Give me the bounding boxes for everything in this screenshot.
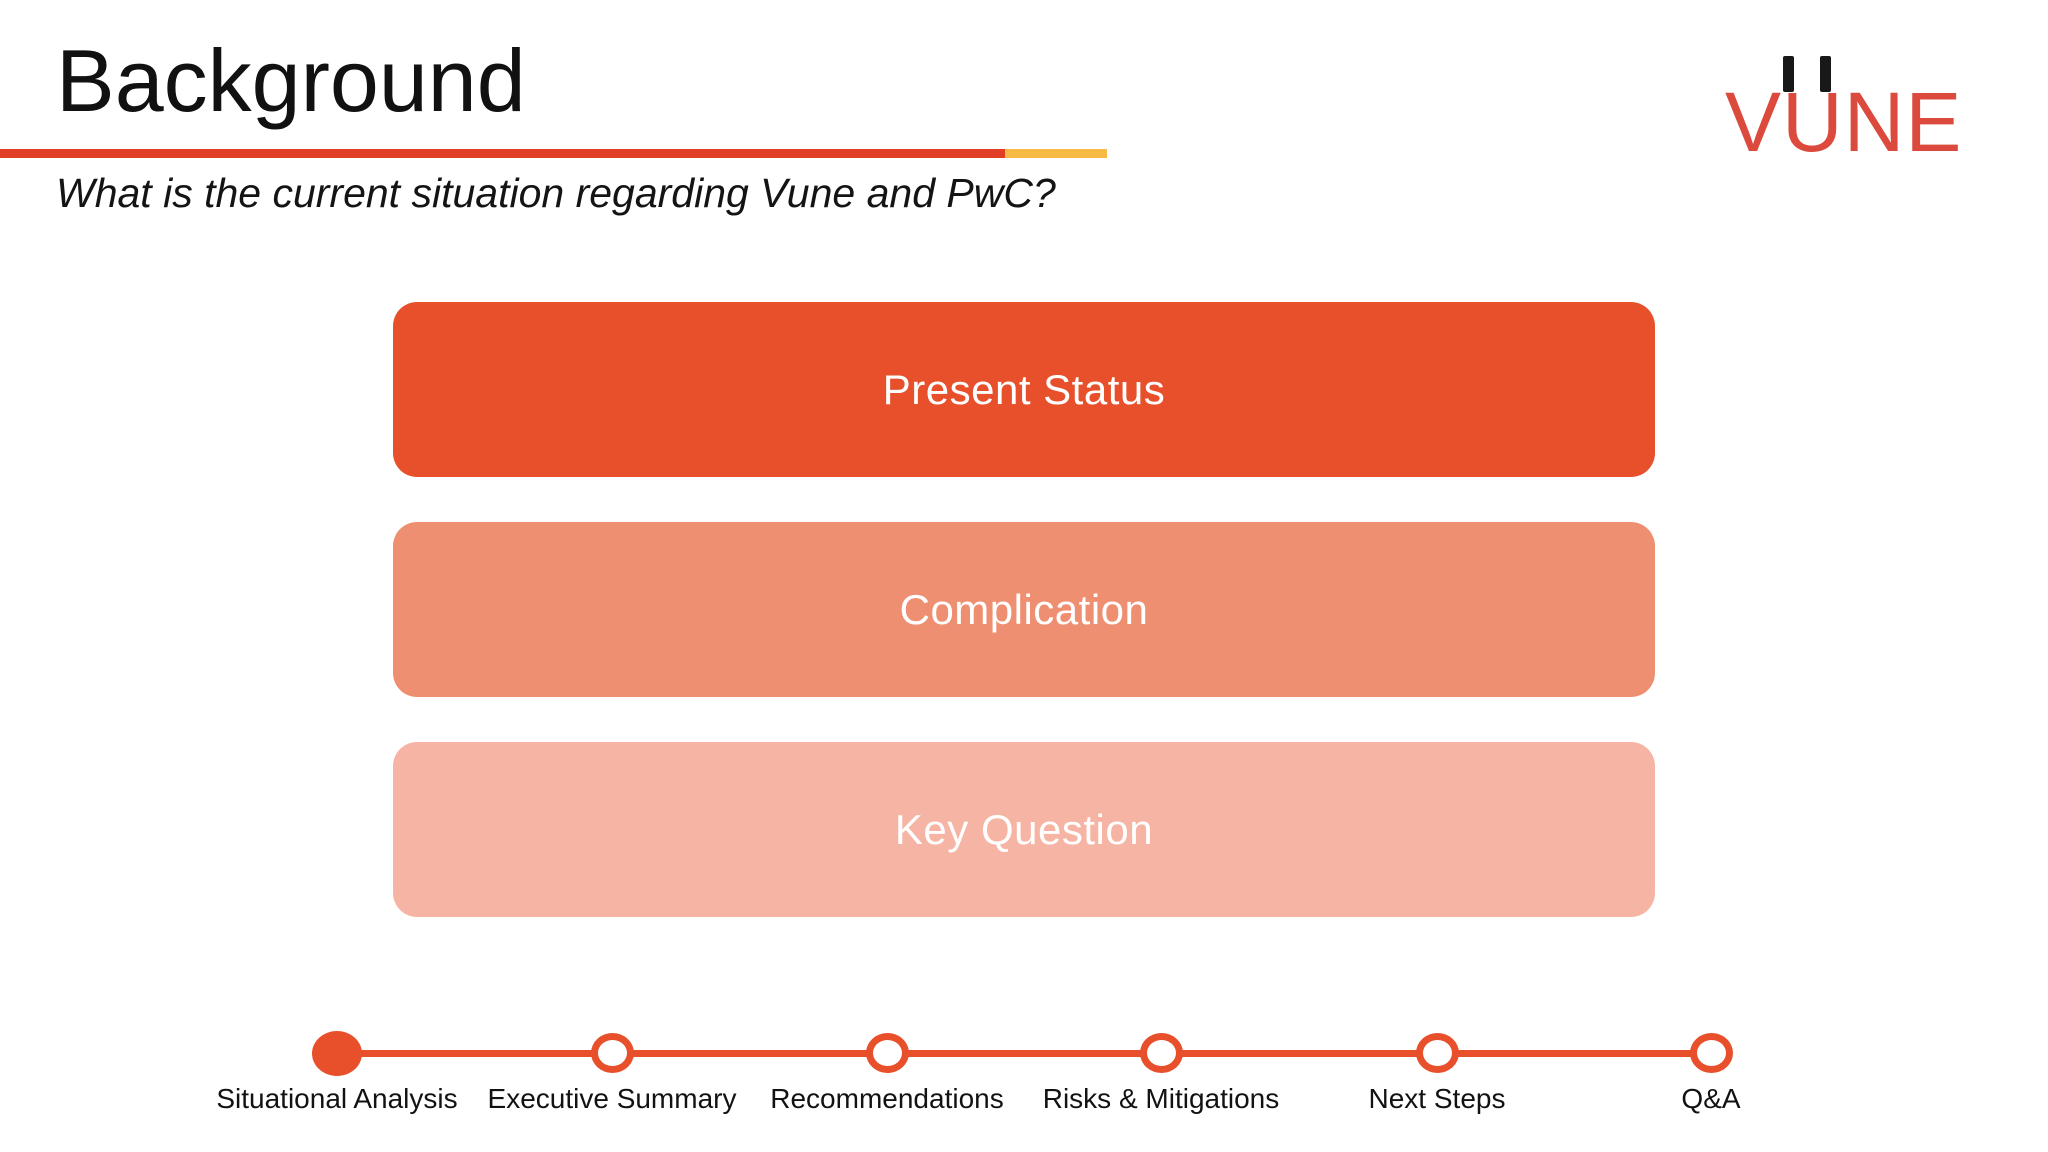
nav-label: Next Steps xyxy=(1368,1083,1506,1114)
divider-amber-segment xyxy=(1005,149,1107,158)
progress-dot-filled-icon xyxy=(312,1030,362,1076)
divider-red-segment xyxy=(0,149,1005,158)
slide-subtitle: What is the current situation regarding … xyxy=(56,170,1056,216)
nav-label: Executive Summary xyxy=(487,1083,737,1114)
nav-label: Risks & Mitigations xyxy=(1042,1083,1280,1114)
present-status-box: Present Status xyxy=(393,302,1655,477)
nav-label: Q&A xyxy=(1681,1083,1741,1114)
complication-box: Complication xyxy=(393,522,1655,697)
progress-track xyxy=(337,1050,1711,1057)
progress-dot-icon xyxy=(865,1033,909,1073)
plug-prong-icon xyxy=(1783,56,1794,92)
progress-dot-icon xyxy=(1139,1033,1183,1073)
nav-item-next-steps[interactable]: Next Steps xyxy=(1287,1030,1587,1115)
key-question-box: Key Question xyxy=(393,742,1655,917)
vune-logo: VUNE xyxy=(1725,56,1985,190)
nav-item-qa[interactable]: Q&A xyxy=(1561,1030,1861,1115)
nav-label: Situational Analysis xyxy=(216,1083,458,1114)
progress-dot-icon xyxy=(590,1033,634,1073)
scq-framework: Present Status Complication Key Question xyxy=(393,302,1655,962)
progress-dot-icon xyxy=(1415,1033,1459,1073)
nav-item-executive-summary[interactable]: Executive Summary xyxy=(462,1030,762,1115)
key-question-label: Key Question xyxy=(894,805,1154,853)
complication-label: Complication xyxy=(899,585,1149,633)
page-title: Background xyxy=(56,31,526,130)
progress-dot-icon xyxy=(1689,1033,1733,1073)
nav-label: Recommendations xyxy=(770,1083,1004,1114)
plug-prong-icon xyxy=(1820,56,1831,92)
present-status-label: Present Status xyxy=(882,365,1166,413)
nav-item-risks-mitigations[interactable]: Risks & Mitigations xyxy=(1011,1030,1311,1115)
nav-item-recommendations[interactable]: Recommendations xyxy=(737,1030,1037,1115)
nav-item-situational-analysis[interactable]: Situational Analysis xyxy=(187,1030,487,1115)
vune-logo-text: VUNE xyxy=(1725,75,1963,169)
